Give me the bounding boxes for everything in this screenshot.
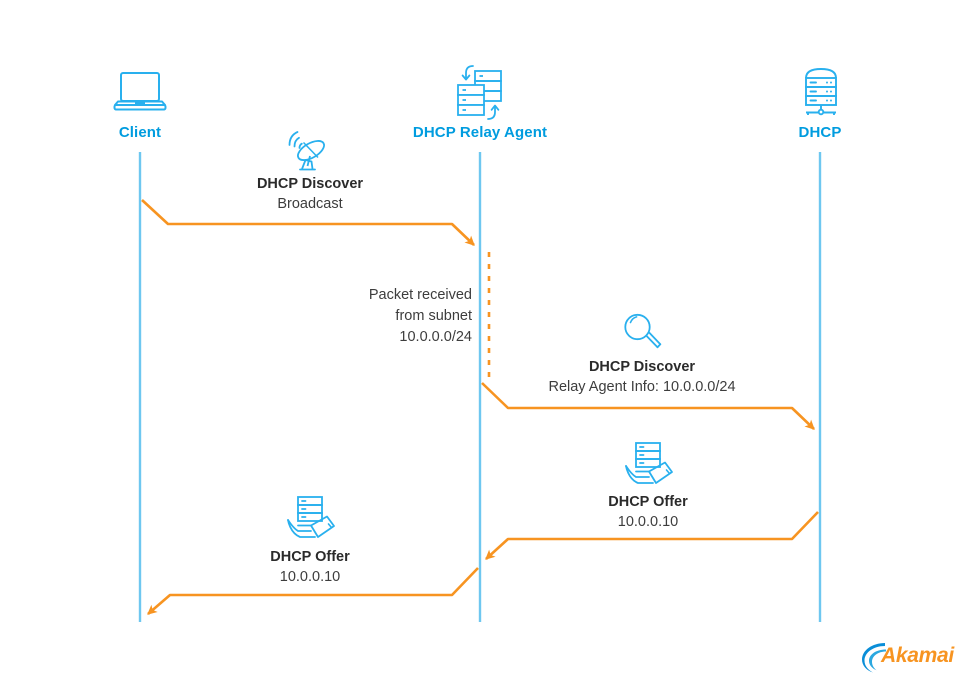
arrow-discover-relay-info (481, 382, 815, 430)
message-discover-relay-info: DHCP Discover Relay Agent Info: 10.0.0.0… (492, 358, 792, 397)
message-subtitle: 10.0.0.10 (617, 513, 679, 530)
message-offer-relay-to-client: DHCP Offer 10.0.0.10 (160, 548, 460, 587)
lifelines (138, 152, 822, 622)
message-title: DHCP Offer (270, 549, 350, 565)
akamai-logo: Akamai (855, 638, 954, 676)
note-line-3: 10.0.0.0/24 (399, 329, 472, 346)
message-discover-broadcast: DHCP Discover Broadcast (160, 175, 460, 214)
note-line-1: Packet received (368, 287, 472, 303)
message-subtitle: Broadcast (277, 195, 343, 212)
satellite-dish-icon (284, 128, 330, 174)
message-subtitle: Relay Agent Info: 10.0.0.0/24 (548, 378, 736, 395)
magnifier-icon (620, 310, 664, 354)
relay-server-icon (450, 64, 512, 122)
message-title: DHCP Discover (256, 176, 364, 192)
message-title: DHCP Offer (608, 494, 688, 510)
akamai-wordmark: Akamai (881, 644, 954, 667)
actor-label-dhcp-server: DHCP (798, 124, 842, 141)
actor-label-relay-agent: DHCP Relay Agent (412, 124, 548, 141)
hand-server-icon (622, 440, 676, 492)
actor-label-client: Client (118, 124, 162, 141)
akamai-swoosh-icon (862, 643, 886, 673)
message-title: DHCP Discover (588, 359, 696, 375)
server-rack-icon (798, 66, 844, 118)
hand-server-icon (284, 494, 338, 546)
laptop-icon (112, 70, 168, 116)
arrow-offer-relay-to-client (147, 567, 479, 615)
arrow-offer-server-to-relay (485, 511, 819, 560)
packet-received-note: Packet received from subnet 10.0.0.0/24 (260, 285, 472, 348)
message-offer-server-to-relay: DHCP Offer 10.0.0.10 (498, 493, 798, 532)
arrow-discover-broadcast (141, 199, 475, 246)
message-subtitle: 10.0.0.10 (279, 568, 341, 585)
note-line-2: from subnet (395, 308, 472, 325)
